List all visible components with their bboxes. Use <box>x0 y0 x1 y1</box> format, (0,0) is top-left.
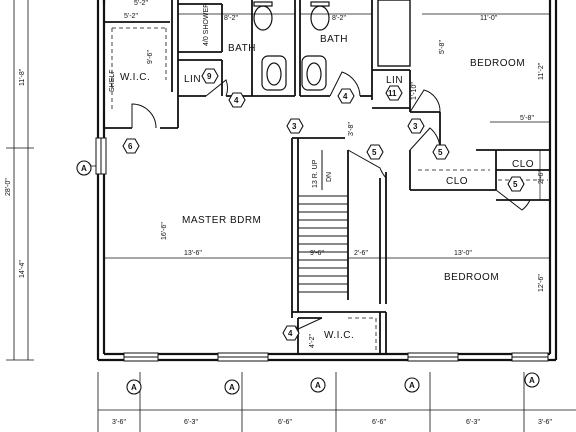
shelf-label: SHELF <box>109 69 116 92</box>
window-tag-labels: A A A A A A <box>81 164 535 392</box>
dim-bottom-4: 6'-6" <box>372 419 386 426</box>
bottom-windows <box>123 352 549 362</box>
door-tag-shape <box>122 138 140 154</box>
dim-bottom-3: 6'-6" <box>278 419 292 426</box>
window-tags <box>76 160 540 395</box>
door-tag-3: 3 <box>292 122 297 131</box>
window-tag-a: A <box>131 383 137 392</box>
door-tag-4: 4 <box>234 96 239 105</box>
window-tag-a: A <box>529 376 535 385</box>
dim-top-2: 8'-2" <box>224 15 238 22</box>
door-swings <box>131 71 531 331</box>
door-tag-9: 9 <box>207 72 212 81</box>
bath-fixtures <box>253 1 330 91</box>
interior-walls <box>103 0 550 354</box>
room-bath-1-label: BATH <box>228 43 256 54</box>
window-tag-shape <box>310 377 326 393</box>
door-tag-labels: 6 4 9 3 4 11 3 5 5 5 4 <box>128 72 518 338</box>
dimension-labels: 5'-2" 5'-2" 8'-2" 8'-2" 11'-0" 5'-8" 13'… <box>5 0 552 426</box>
dim-left-overall: 28'-0" <box>5 178 12 196</box>
room-clo-2-label: CLO <box>512 159 534 170</box>
dim-stair-top: 3'-8" <box>348 122 355 136</box>
room-labels: MASTER BDRM BEDROOM BEDROOM BATH BATH W.… <box>109 3 534 341</box>
dim-clo-depth: 2'-6" <box>538 170 545 184</box>
dim-bed2-width: 13'-0" <box>454 250 472 257</box>
door-tag-shape <box>507 176 525 192</box>
door-tag-shape <box>201 68 219 84</box>
door-tag-4: 4 <box>343 92 348 101</box>
stair-treads <box>298 150 348 293</box>
dim-lin-height: 1'-10" <box>411 82 418 100</box>
room-wic-2-label: W.I.C. <box>324 330 354 341</box>
exterior-walls <box>96 0 558 362</box>
room-bath-2-label: BATH <box>320 34 348 45</box>
door-tag-5: 5 <box>372 148 377 157</box>
stair-dn-label: DN <box>326 172 333 182</box>
dim-stair-width: 9'-6" <box>310 250 324 257</box>
door-tag-5: 5 <box>438 148 443 157</box>
window-tag-shape <box>126 379 142 395</box>
door-tag-shape <box>337 88 355 104</box>
dim-wic2-depth: 4'-2" <box>309 334 316 348</box>
dim-bed1-width: 5'-8" <box>520 115 534 122</box>
door-tag-shape <box>432 144 450 160</box>
dim-master-depth: 16'-6" <box>161 222 168 240</box>
window-tag-shape <box>404 377 420 393</box>
dim-top-3: 8'-2" <box>332 15 346 22</box>
door-tag-6: 6 <box>128 142 133 151</box>
exterior-dimension-lines <box>6 0 576 432</box>
stair-up-label: 13 R. UP <box>312 159 319 188</box>
room-lin-2-label: LIN <box>386 75 403 86</box>
dim-bottom-2: 6'-3" <box>184 419 198 426</box>
door-tags <box>122 68 525 341</box>
dim-hall-width: 2'-6" <box>354 250 368 257</box>
shelf-lines <box>111 27 548 350</box>
dim-top-5: 5'-8" <box>439 40 446 54</box>
dim-bed2-depth: 12'-6" <box>538 274 545 292</box>
door-tag-11: 11 <box>388 89 397 98</box>
window-tag-a: A <box>229 383 235 392</box>
dim-top-4: 11'-0" <box>480 15 498 22</box>
room-clo-1-label: CLO <box>446 176 468 187</box>
door-tag-5: 5 <box>513 180 518 189</box>
dim-bottom-1: 3'-6" <box>112 419 126 426</box>
dim-bottom-6: 3'-6" <box>538 419 552 426</box>
dim-bottom-5: 6'-3" <box>466 419 480 426</box>
door-tag-shape <box>228 92 246 108</box>
room-bedroom-1-label: BEDROOM <box>470 58 525 69</box>
dim-left-lower: 14'-4" <box>19 260 26 278</box>
room-wic-1-label: W.I.C. <box>120 72 150 83</box>
window-tag-a: A <box>409 381 415 390</box>
window-tag-shape <box>224 379 240 395</box>
window-tag-shape <box>524 372 540 388</box>
window-tag-a: A <box>81 164 87 173</box>
room-lin-1-label: LIN <box>184 74 201 85</box>
door-tag-4: 4 <box>288 329 293 338</box>
door-tag-shape <box>282 325 300 341</box>
window-tag-shape <box>76 160 92 176</box>
dim-left-upper: 11'-8" <box>19 68 26 86</box>
door-tag-shape <box>407 118 425 134</box>
door-tag-shape <box>366 144 384 160</box>
shower-label: 4/0 SHOWER <box>203 3 210 46</box>
door-tag-3: 3 <box>413 122 418 131</box>
window-tag-a: A <box>315 381 321 390</box>
dim-partial-top: 5'-2" <box>134 0 148 7</box>
dim-master-width: 13'-6" <box>184 250 202 257</box>
door-tag-shape <box>385 85 403 101</box>
room-master-label: MASTER BDRM <box>182 215 261 226</box>
door-tag-shape <box>286 118 304 134</box>
interior-dimension-lines <box>104 13 550 259</box>
dim-wic-depth: 9'-6" <box>147 50 154 64</box>
dim-top-1: 5'-2" <box>124 13 138 20</box>
room-bedroom-2-label: BEDROOM <box>444 272 499 283</box>
dim-bed1-depth: 11'-2" <box>538 62 545 80</box>
left-window <box>95 137 107 175</box>
